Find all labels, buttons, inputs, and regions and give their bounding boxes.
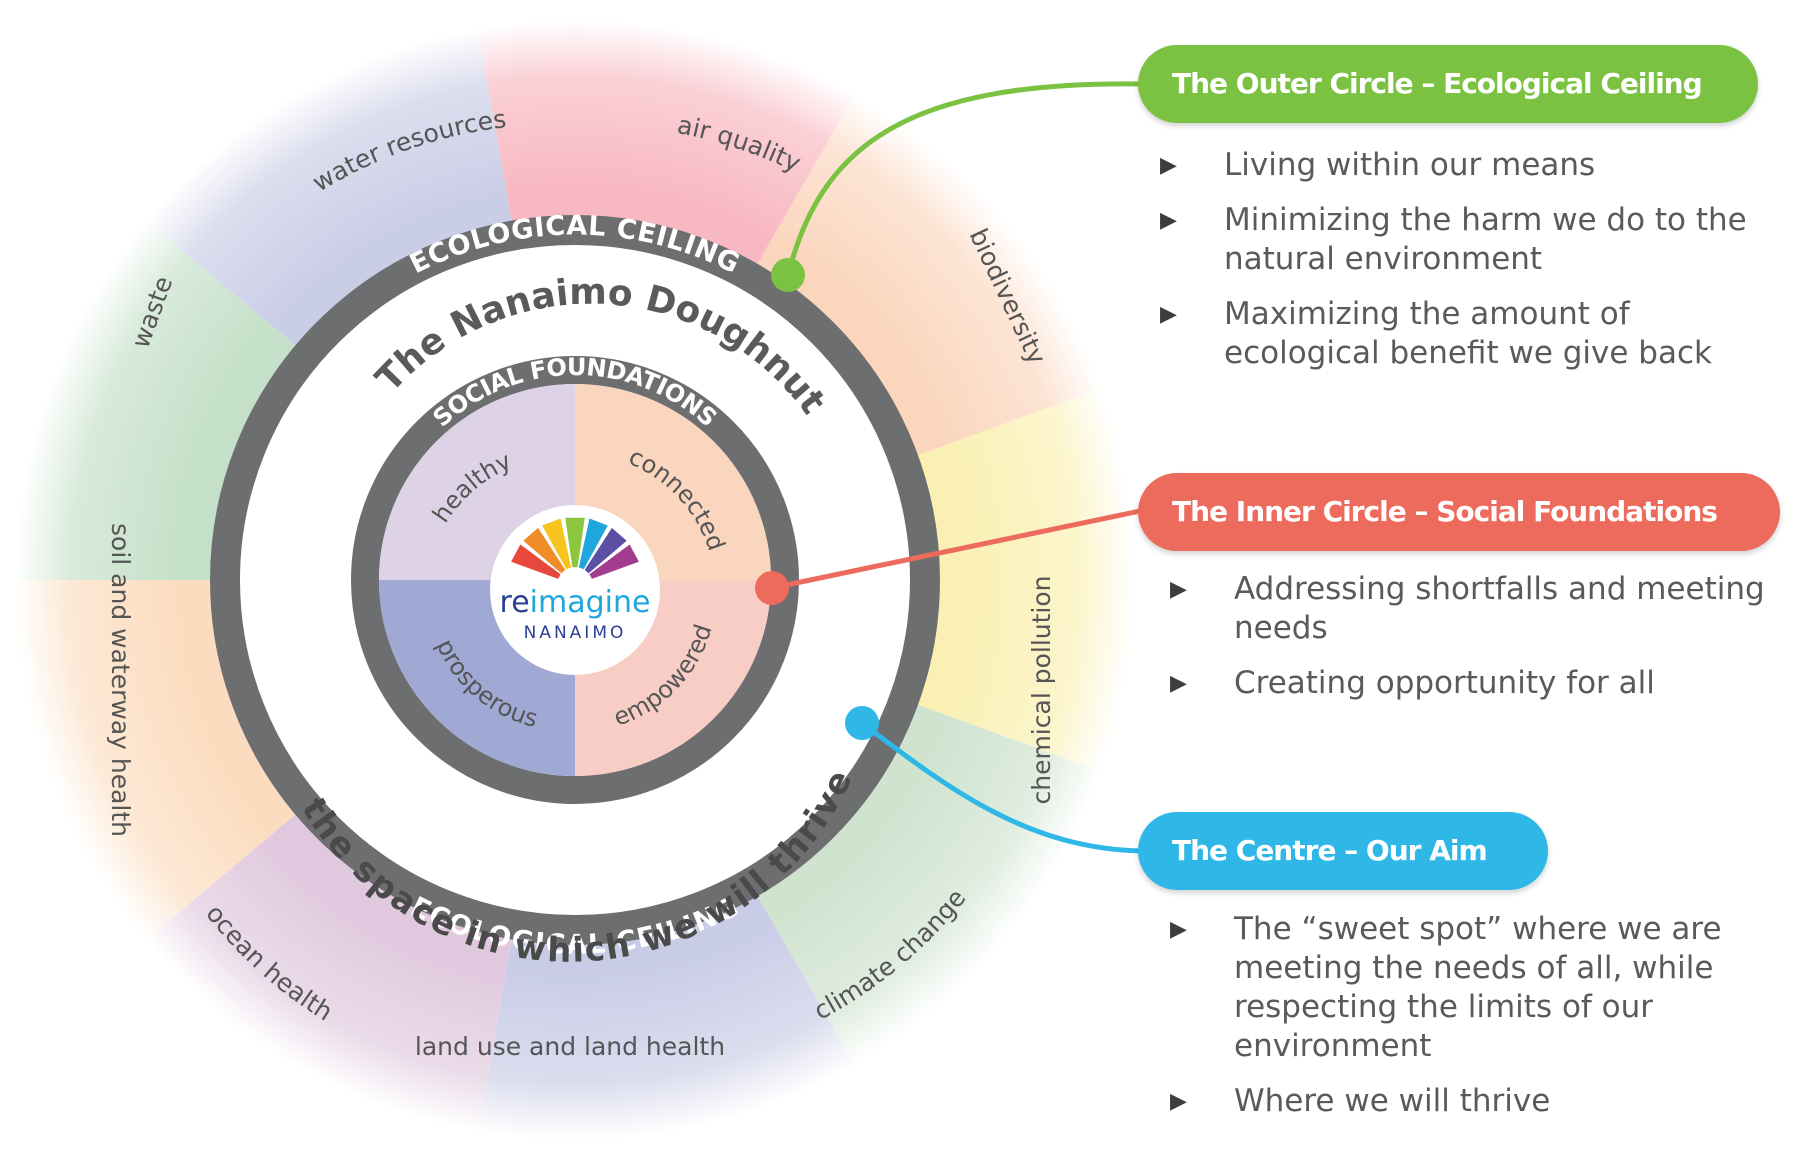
rainbow-ray (584, 527, 627, 574)
centre-connector (860, 721, 1146, 854)
rainbow-ray (565, 517, 585, 568)
rainbow-fan-icon (511, 517, 639, 579)
rainbow-ray (542, 518, 572, 570)
reimagine-logo-wordmark: reimagine (500, 585, 651, 620)
rainbow-ray (578, 518, 608, 570)
rainbow-ray (523, 527, 566, 574)
eco-label-land-use: land use and land health (415, 1032, 725, 1061)
outer-circle-dot (771, 258, 805, 292)
rainbow-ray (589, 544, 639, 579)
eco-label-chemical-pollution: chemical pollution (1027, 575, 1056, 804)
rainbow-ray (511, 544, 561, 579)
inner-circle-connector (771, 507, 1146, 591)
outer-circle-connector (785, 81, 1146, 276)
reimagine-logo-nanaimo: NANAIMO (524, 623, 627, 643)
eco-label-soil-waterway: soil and waterway health (106, 523, 135, 837)
inner-circle-dot (755, 571, 789, 605)
centre-dot (845, 706, 879, 740)
ecological-ceiling-ring (210, 215, 940, 945)
